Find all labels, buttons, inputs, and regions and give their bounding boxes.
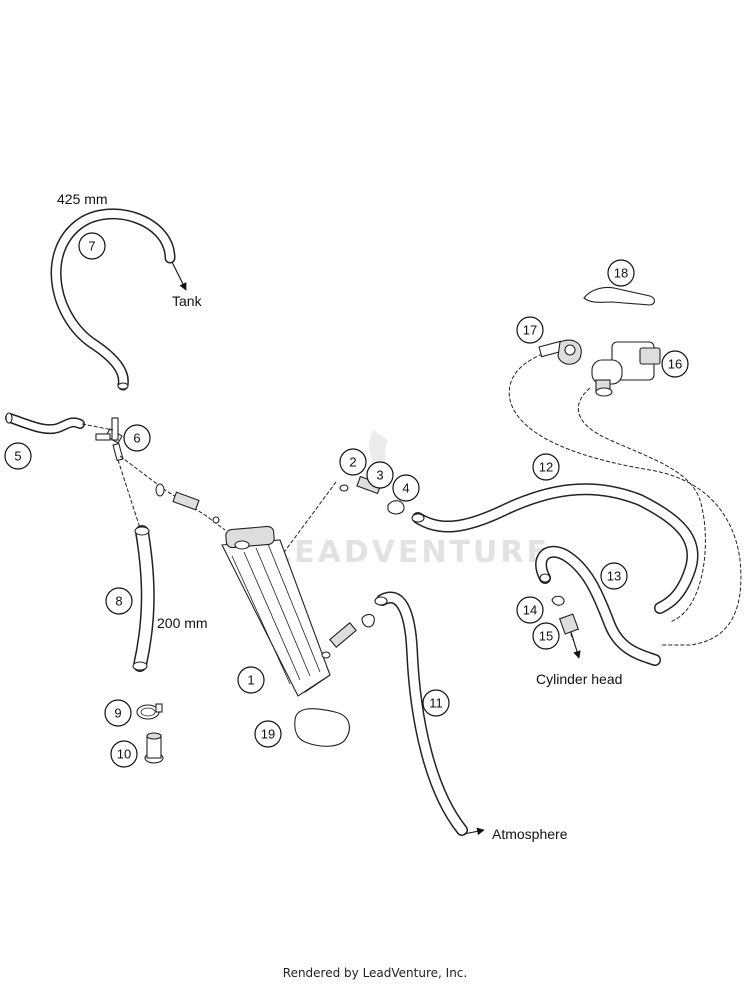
callout-4[interactable]: 4: [392, 474, 420, 502]
pad-19[interactable]: [294, 708, 350, 747]
clamp-9[interactable]: [136, 703, 163, 720]
svg-text:16: 16: [668, 357, 682, 372]
canister-right-fitting[interactable]: [321, 613, 375, 659]
callout-19[interactable]: 19: [254, 720, 282, 748]
svg-text:8: 8: [115, 594, 122, 609]
svg-text:10: 10: [117, 747, 131, 762]
tee-fitting-6[interactable]: [95, 417, 124, 462]
fittings-2-3-4[interactable]: [339, 475, 405, 515]
callout-14[interactable]: 14: [516, 596, 544, 624]
label-200mm: 200 mm: [157, 615, 208, 631]
nipple-15[interactable]: [558, 613, 581, 659]
svg-text:1: 1: [247, 673, 254, 688]
callout-9[interactable]: 9: [104, 699, 132, 727]
clamp-14[interactable]: [551, 595, 565, 606]
footer-credit: Rendered by LeadVenture, Inc.: [282, 966, 468, 980]
svg-text:6: 6: [133, 431, 140, 446]
callout-18[interactable]: 18: [607, 259, 635, 287]
callout-10[interactable]: 10: [110, 740, 138, 768]
label-tank: Tank: [172, 293, 203, 309]
label-atmosphere: Atmosphere: [492, 826, 568, 842]
svg-text:2: 2: [349, 455, 356, 470]
label-425mm: 425 mm: [57, 191, 108, 207]
hose-5[interactable]: [5, 412, 85, 435]
callout-12[interactable]: 12: [532, 453, 560, 481]
connector-17[interactable]: [538, 339, 582, 365]
o-ring-2: [339, 484, 349, 492]
svg-text:17: 17: [523, 323, 537, 338]
carbon-canister-1[interactable]: [221, 525, 331, 697]
callout-1[interactable]: 1: [237, 666, 265, 694]
svg-text:5: 5: [14, 449, 21, 464]
callout-15[interactable]: 15: [532, 622, 560, 650]
callout-13[interactable]: 13: [600, 562, 628, 590]
callout-11[interactable]: 11: [422, 689, 450, 717]
svg-text:13: 13: [607, 569, 621, 584]
svg-text:4: 4: [402, 481, 409, 496]
arrow-to-cylinder-head: [570, 631, 581, 659]
hose-11[interactable]: [374, 591, 485, 836]
callout-7[interactable]: 7: [78, 232, 106, 260]
watermark-text: LEADVENTURE: [272, 535, 550, 570]
hose-8[interactable]: [132, 525, 155, 672]
callout-5[interactable]: 5: [4, 442, 32, 470]
svg-text:18: 18: [614, 266, 628, 281]
purge-valve-16[interactable]: [591, 341, 661, 397]
svg-text:3: 3: [376, 468, 383, 483]
svg-text:7: 7: [88, 239, 95, 254]
svg-text:12: 12: [539, 460, 553, 475]
svg-text:11: 11: [429, 696, 443, 711]
arrow-to-atmosphere: [463, 827, 485, 836]
plug-10[interactable]: [144, 732, 164, 764]
hose-12[interactable]: [411, 483, 699, 614]
callout-17[interactable]: 17: [516, 316, 544, 344]
hose-13[interactable]: [535, 545, 661, 666]
callout-6[interactable]: 6: [123, 424, 151, 452]
svg-text:19: 19: [261, 727, 275, 742]
callout-3[interactable]: 3: [366, 461, 394, 489]
callout-16[interactable]: 16: [661, 350, 689, 378]
svg-text:15: 15: [539, 629, 553, 644]
svg-text:14: 14: [523, 603, 537, 618]
callout-2[interactable]: 2: [339, 448, 367, 476]
canister-left-fitting[interactable]: [155, 483, 220, 524]
svg-text:9: 9: [114, 706, 121, 721]
clamp-4: [387, 500, 405, 515]
callout-8[interactable]: 8: [105, 587, 133, 615]
hose-7[interactable]: [50, 208, 187, 391]
arrow-to-tank: [171, 261, 187, 291]
bracket-18[interactable]: [583, 286, 656, 306]
label-cylinder-head: Cylinder head: [536, 671, 622, 687]
